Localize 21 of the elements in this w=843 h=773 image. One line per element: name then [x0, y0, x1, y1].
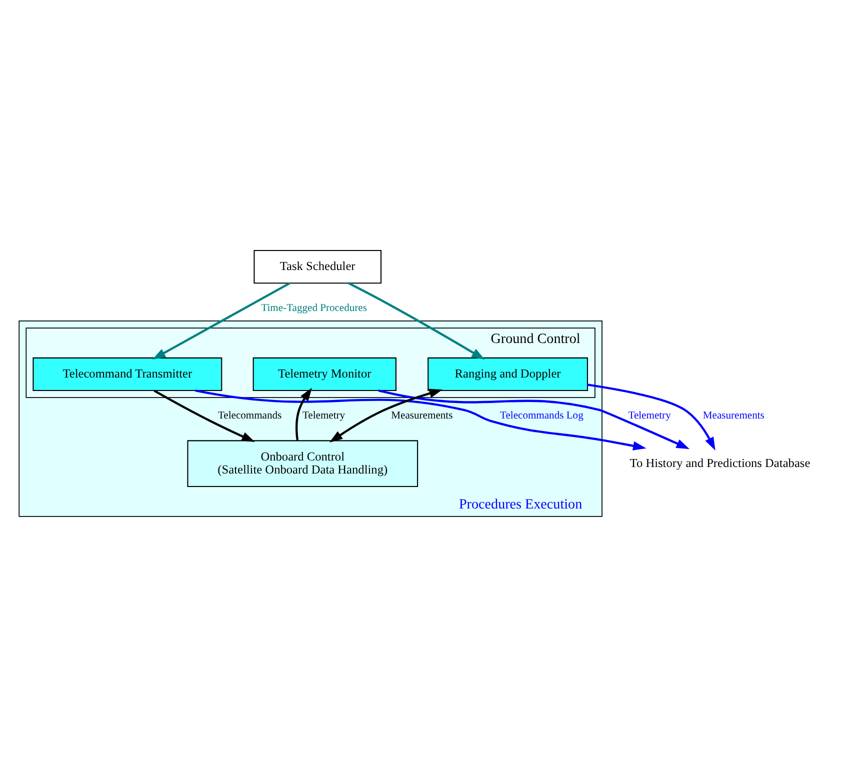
node-box: Task Scheduler [254, 250, 382, 284]
arrow [587, 383, 716, 450]
node-box: Onboard Control (Satellite Onboard Data Handling) [187, 440, 418, 487]
edge-label: Time-Tagged Procedures [261, 302, 367, 314]
arrow [152, 282, 290, 359]
node-box: Telecommand Transmitter [32, 356, 222, 391]
node-box: Ranging and Doppler [428, 356, 588, 391]
edge-label: Telemetry [628, 410, 671, 421]
edge-label: Measurements [702, 410, 764, 421]
arrow [195, 389, 646, 450]
arrow [348, 282, 485, 360]
arrow [329, 388, 443, 442]
node-box: Telemetry Monitor [252, 356, 396, 391]
edge-label: Measurements [391, 410, 453, 421]
node-text: To History and Predictions Database [630, 455, 810, 470]
arrow [295, 387, 312, 440]
edge-label: Telemetry [302, 410, 346, 421]
arrow [378, 388, 690, 449]
edge-label: Telecommands [218, 410, 282, 421]
arrow [154, 389, 255, 442]
edge-label: Telecommands Log [500, 410, 584, 421]
